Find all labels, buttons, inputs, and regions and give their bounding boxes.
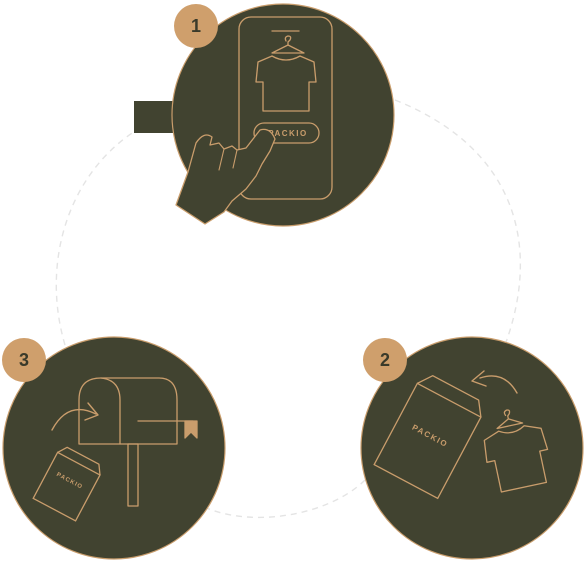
step-1-number: 1 bbox=[191, 16, 201, 36]
cycle-arc-1-to-2 bbox=[394, 99, 521, 346]
cycle-arc-3-to-1 bbox=[55, 127, 141, 346]
step-1-tab bbox=[134, 101, 174, 133]
step-1: PACKIO 1 bbox=[134, 3, 395, 227]
step-3-number: 3 bbox=[19, 350, 29, 370]
cycle-path bbox=[55, 99, 521, 519]
phone-icon bbox=[238, 16, 333, 200]
cycle-arc-2-to-3 bbox=[199, 479, 366, 519]
hanger-icon bbox=[271, 35, 305, 54]
mailbox-icon bbox=[78, 377, 198, 507]
tshirt-icon bbox=[255, 55, 317, 112]
step-2-circle bbox=[360, 336, 584, 560]
hand-finger-lines bbox=[218, 148, 238, 171]
return-arrow-icon bbox=[471, 370, 518, 394]
step-3-badge bbox=[2, 338, 46, 382]
step-1-brand-label: PACKIO bbox=[268, 129, 308, 138]
into-mailbox-arrow-icon bbox=[51, 402, 99, 431]
step-2-number: 2 bbox=[380, 350, 390, 370]
hand-tap-icon bbox=[175, 128, 276, 225]
step-2-badge bbox=[363, 338, 407, 382]
step-3-circle bbox=[2, 336, 226, 560]
step-2-tshirt-icon bbox=[483, 409, 549, 493]
step-2: PACKIO 2 bbox=[360, 336, 584, 560]
step-3: PACKIO 3 bbox=[2, 336, 226, 560]
step-1-badge bbox=[174, 4, 218, 48]
